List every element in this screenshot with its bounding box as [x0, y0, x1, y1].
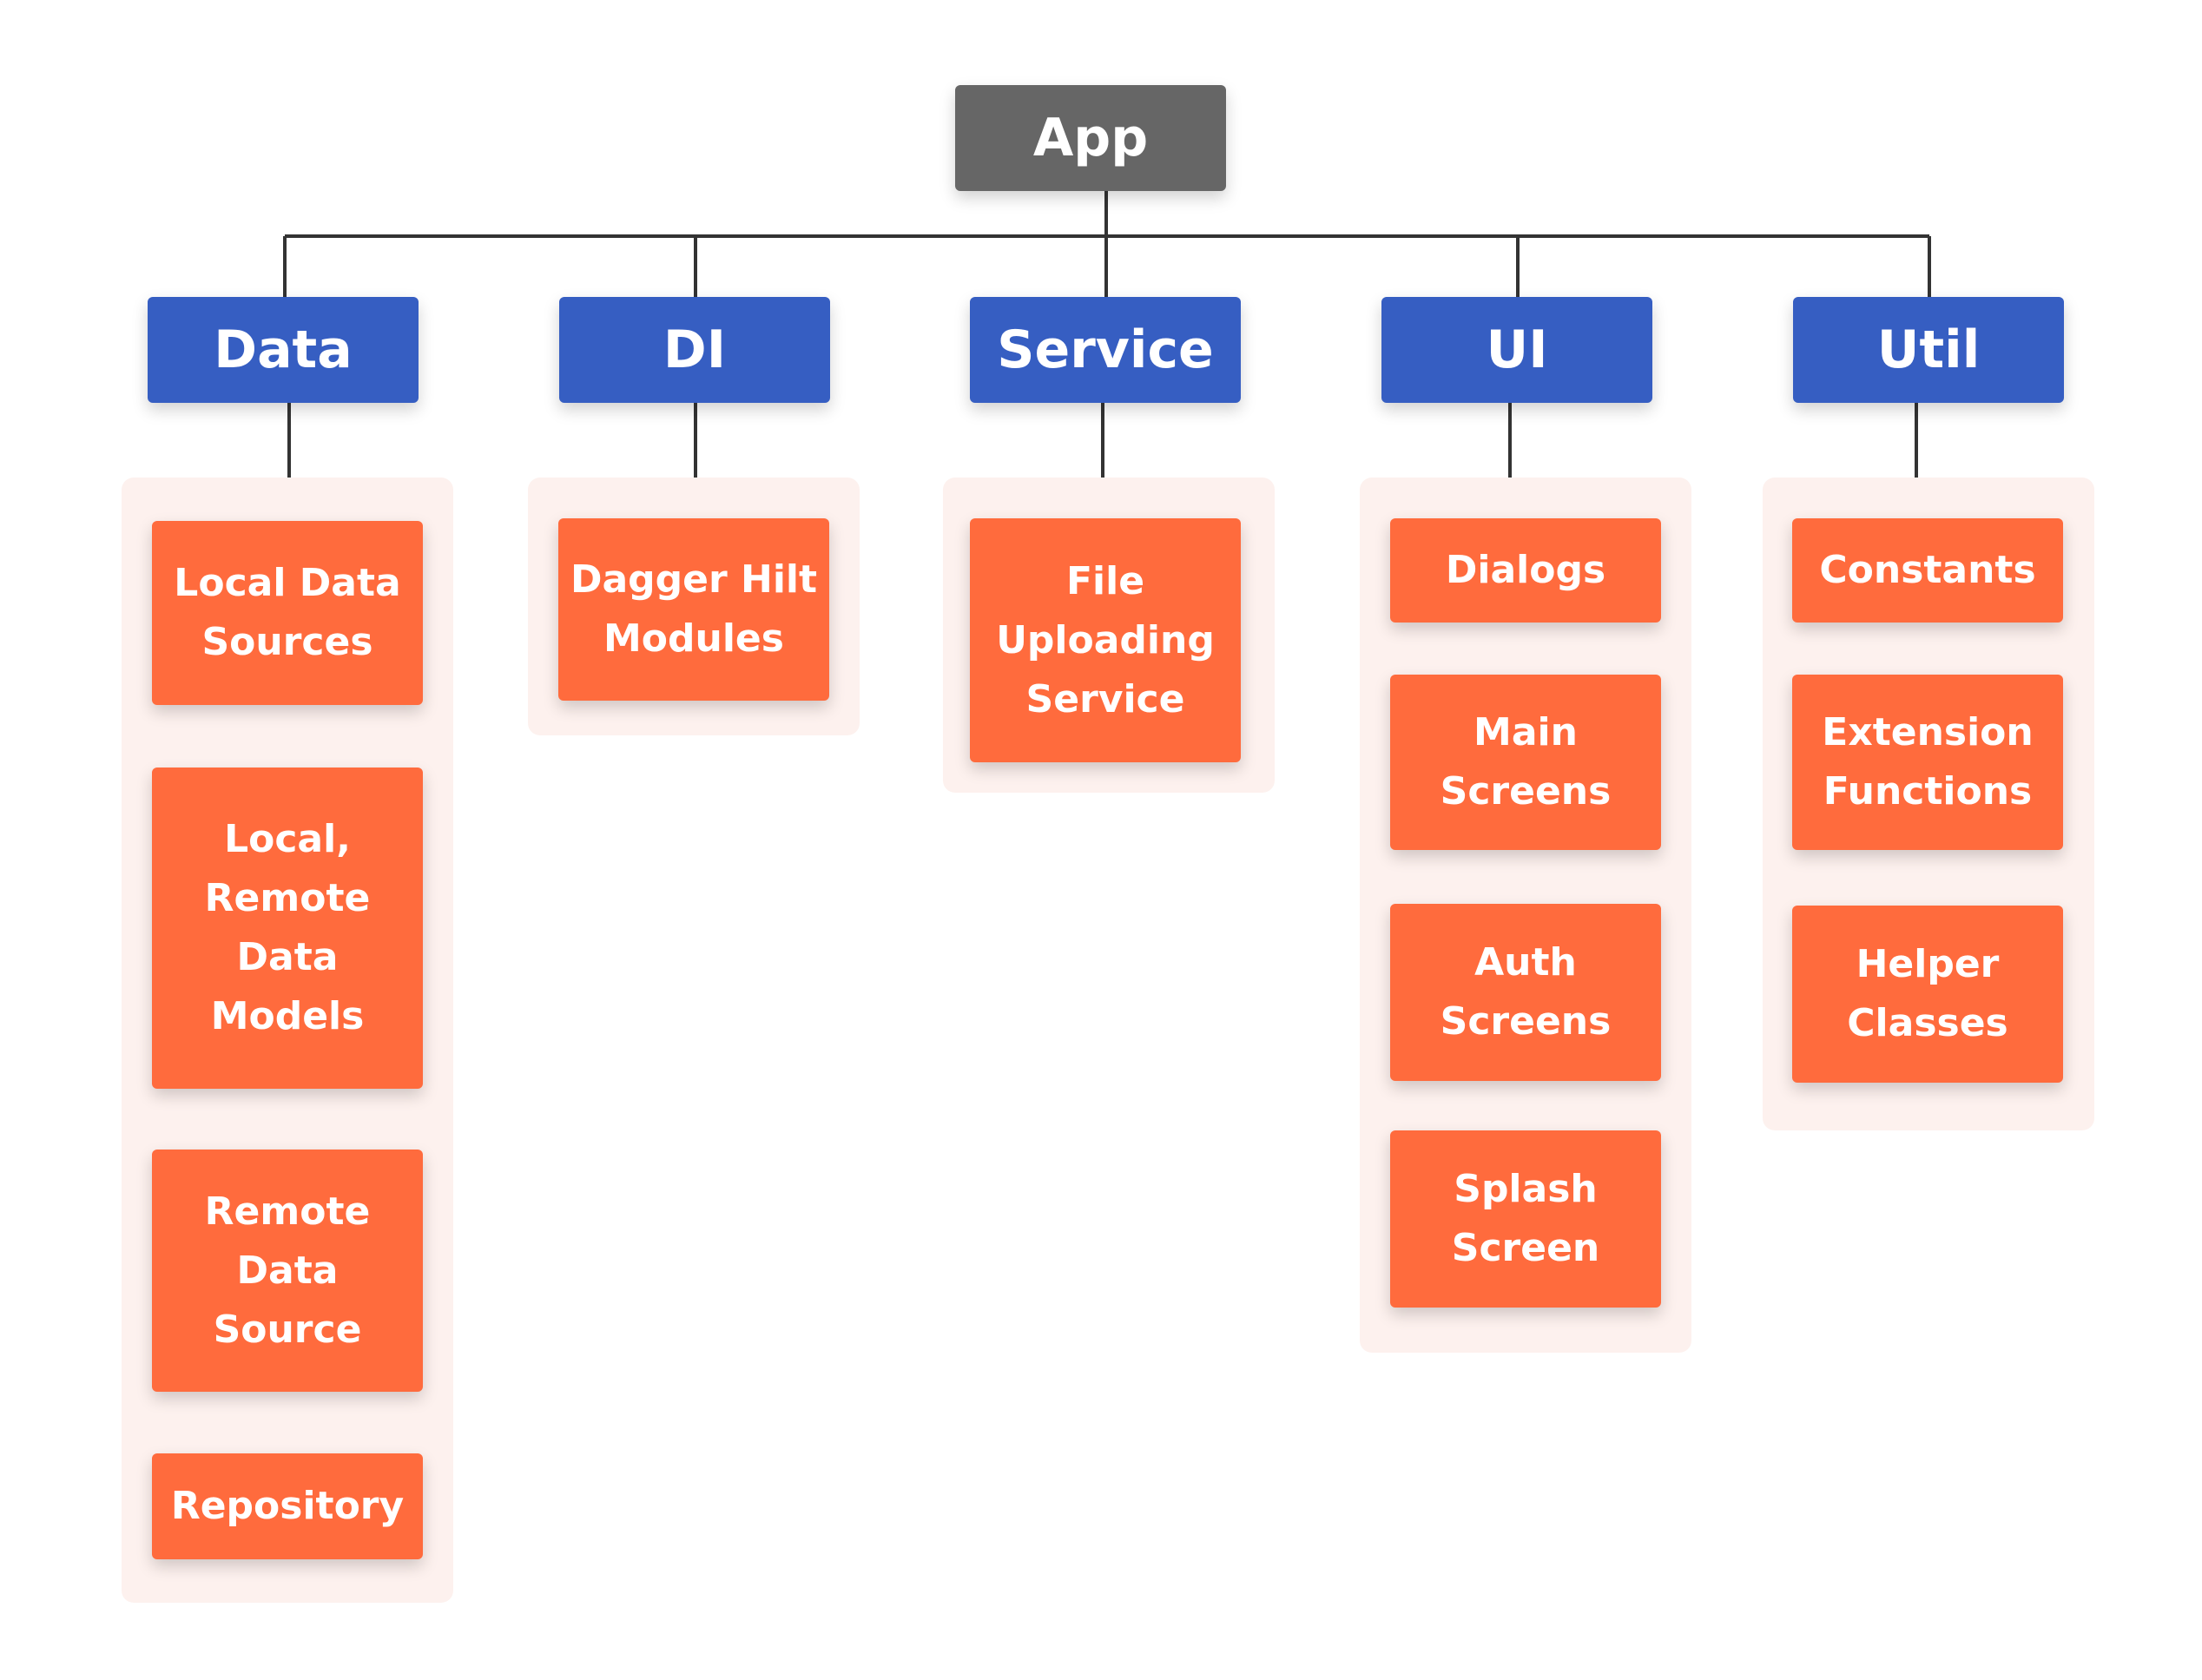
leaf-remote-data-source: Remote Data Source [152, 1150, 423, 1392]
leaf-dialogs: Dialogs [1390, 518, 1661, 623]
category-ui: UI [1381, 297, 1652, 403]
category-data: Data [148, 297, 419, 403]
leaf-local-remote-data-models: Local, Remote Data Models [152, 768, 423, 1089]
category-util: Util [1793, 297, 2064, 403]
leaf-constants: Constants [1792, 518, 2063, 623]
category-di: DI [559, 297, 830, 403]
app-root-node: App [955, 85, 1226, 191]
leaf-file-uploading-service: File Uploading Service [970, 518, 1241, 762]
leaf-main-screens: Main Screens [1390, 675, 1661, 850]
leaf-splash-screen: Splash Screen [1390, 1130, 1661, 1308]
leaf-auth-screens: Auth Screens [1390, 904, 1661, 1081]
leaf-local-data-sources: Local Data Sources [152, 521, 423, 705]
leaf-helper-classes: Helper Classes [1792, 906, 2063, 1083]
category-service: Service [970, 297, 1241, 403]
leaf-dagger-hilt-modules: Dagger Hilt Modules [558, 518, 829, 701]
leaf-repository: Repository [152, 1453, 423, 1559]
leaf-extension-functions: Extension Functions [1792, 675, 2063, 850]
